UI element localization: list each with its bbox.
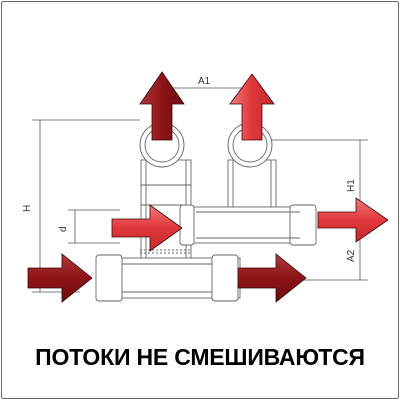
cold-outlet-up-arrow — [139, 71, 185, 141]
dim-a2-label: A2 — [346, 249, 357, 262]
dim-d-label: d — [58, 226, 69, 232]
hot-outlet-up-arrow — [229, 73, 275, 141]
caption: ПОТОКИ НЕ СМЕШИВАЮТСЯ — [35, 344, 365, 370]
hot-outlet-arrow — [317, 197, 389, 243]
cold-outlet-arrow — [237, 253, 307, 303]
dim-h-label: H — [22, 205, 33, 212]
dim-h1-label: H1 — [346, 179, 357, 192]
dim-a1-label: A1 — [198, 76, 211, 87]
cold-inlet-arrow — [27, 253, 93, 303]
flow-arrows — [27, 71, 389, 303]
hot-inlet-arrow — [111, 204, 183, 252]
